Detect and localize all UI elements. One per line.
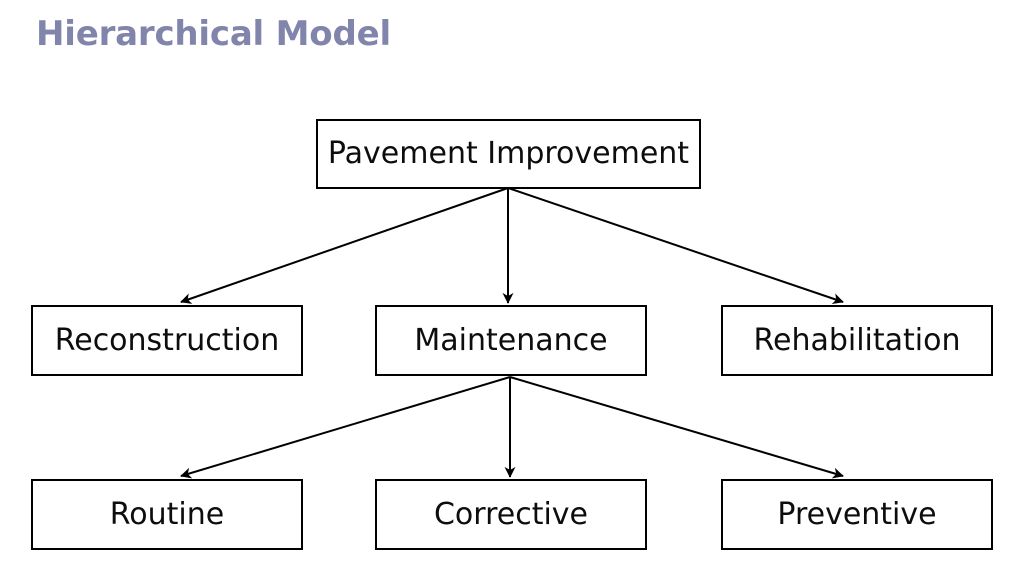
edge-maintenance-to-routine <box>180 376 511 479</box>
node-maintenance[interactable]: Maintenance <box>375 305 647 376</box>
edge-pavement-improvement-to-rehabilitation <box>507 187 844 304</box>
node-reconstruction[interactable]: Reconstruction <box>31 305 303 376</box>
node-label-preventive: Preventive <box>777 496 937 532</box>
node-rehabilitation[interactable]: Rehabilitation <box>721 305 993 376</box>
page-title: Hierarchical Model <box>36 14 391 54</box>
node-corrective[interactable]: Corrective <box>375 479 647 550</box>
node-label-rehabilitation: Rehabilitation <box>753 322 961 358</box>
node-pavement-improvement[interactable]: Pavement Improvement <box>316 119 701 189</box>
node-label-corrective: Corrective <box>433 496 589 532</box>
edge-pavement-improvement-to-reconstruction <box>180 187 509 304</box>
node-label-pavement-improvement: Pavement Improvement <box>327 136 690 171</box>
node-routine[interactable]: Routine <box>31 479 303 550</box>
node-label-maintenance: Maintenance <box>414 322 608 358</box>
node-label-routine: Routine <box>109 496 225 532</box>
edge-maintenance-to-preventive <box>509 376 844 479</box>
node-preventive[interactable]: Preventive <box>721 479 993 550</box>
node-label-reconstruction: Reconstruction <box>54 322 280 358</box>
